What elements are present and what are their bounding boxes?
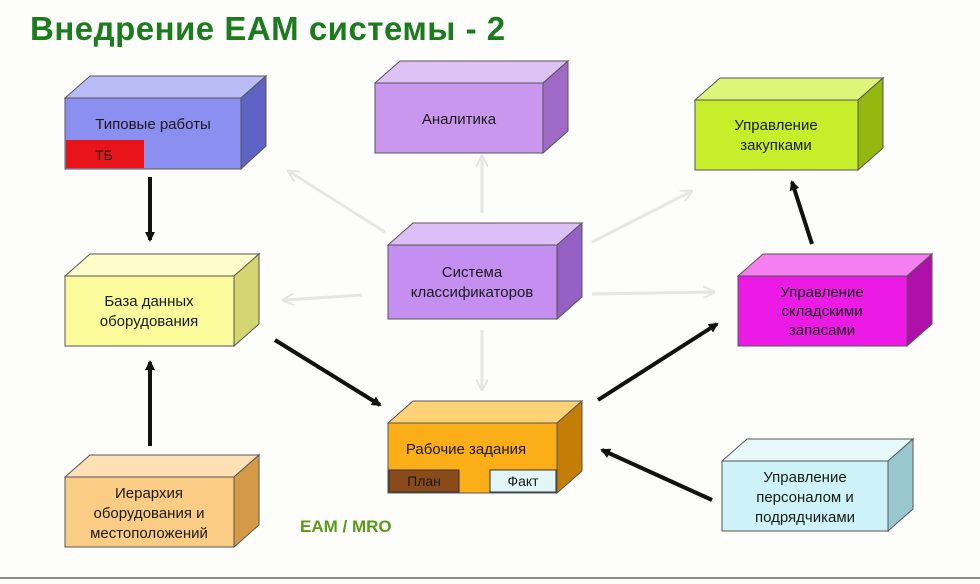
faint-arrow-to-inventory (591, 292, 712, 294)
box-procurement: Управление закупками (693, 76, 885, 172)
box-equipment-hierarchy: Иерархия оборудования и местоположений (63, 453, 261, 549)
box-personnel-management: Управление персоналом и подрядчиками (720, 437, 915, 533)
box-front-face (64, 275, 235, 347)
tb-tag-label: ТБ (95, 147, 113, 163)
flow-arrows (145, 177, 814, 502)
box-analytics: Аналитика (373, 59, 570, 155)
bottom-divider (0, 577, 980, 579)
faint-arrow-to-typical (290, 172, 386, 234)
arrow-database-to-workorders (273, 338, 382, 407)
box-label-line: персоналом и (756, 489, 854, 506)
box-label-line: подрядчиками (755, 509, 855, 526)
arrow-inventory-to-procurement (789, 180, 814, 245)
diagram-subtitle: EAM / MRO (300, 517, 392, 536)
box-label-line: местоположений (90, 525, 208, 542)
plan-tag-label: План (407, 473, 441, 489)
box-front-face (374, 82, 544, 154)
tb-tag (66, 140, 144, 168)
arrow-workorders-to-inventory (596, 322, 719, 402)
faint-arrow-to-procurement (591, 192, 690, 244)
box-label-line: оборудования и (93, 505, 204, 522)
box-work-orders: Рабочие задания План Факт (386, 399, 584, 495)
box-label-line: Типовые работы (95, 116, 211, 133)
box-inventory-management: Управление складскими запасами (736, 252, 934, 348)
box-classifier-system: Система классификаторов (386, 221, 584, 321)
box-label-line: складскими (781, 303, 862, 320)
faint-arrow-to-database (285, 295, 363, 300)
page-title: Внедрение ЕАМ системы - 2 (30, 10, 506, 47)
box-label-line: запасами (789, 322, 855, 339)
box-top-face (373, 60, 570, 84)
box-label-line: классификаторов (411, 284, 534, 301)
box-top-face (386, 400, 584, 424)
box-front-face (694, 99, 859, 171)
box-equipment-database: База данных оборудования (63, 252, 261, 348)
fact-tag-label: Факт (507, 473, 539, 489)
box-top-face (63, 75, 268, 99)
box-top-face (63, 253, 261, 277)
box-top-face (63, 454, 261, 478)
box-top-face (736, 253, 934, 277)
box-label-line: Система (442, 264, 503, 281)
box-front-face (387, 244, 558, 320)
box-label-line: База данных (104, 293, 194, 310)
box-front-face (64, 476, 235, 548)
box-top-face (720, 438, 915, 462)
box-label-line: Иерархия (115, 485, 183, 502)
faint-connectors (285, 158, 712, 388)
fact-tag (489, 469, 557, 493)
box-label-line: оборудования (100, 313, 198, 330)
box-front-face (737, 275, 908, 347)
box-label-line: Управление (780, 284, 863, 301)
box-front-face (721, 460, 889, 532)
arrow-personnel-to-workorders (600, 448, 713, 502)
box-label-line: Аналитика (422, 111, 497, 128)
box-top-face (693, 77, 885, 101)
box-label-line: Управление (734, 117, 817, 134)
box-label-line: Управление (763, 469, 846, 486)
box-label-line: Рабочие задания (406, 441, 526, 458)
box-label-line: закупками (740, 137, 812, 154)
plan-tag (388, 469, 460, 493)
box-typical-works: Типовые работы ТБ (63, 74, 268, 171)
box-top-face (386, 222, 584, 246)
